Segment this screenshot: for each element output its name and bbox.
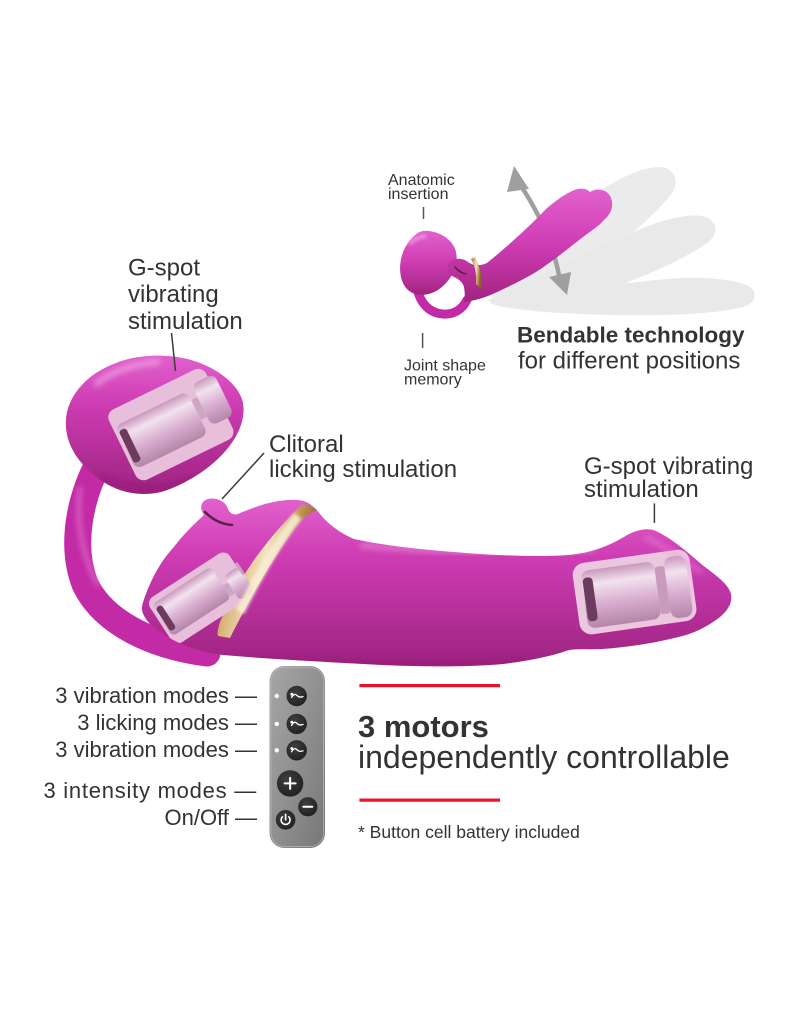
svg-text:3 intensity modes —: 3 intensity modes — <box>43 778 257 803</box>
svg-text:On/Off —: On/Off — <box>164 805 257 830</box>
svg-text:3 vibration modes —: 3 vibration modes — <box>55 737 257 762</box>
svg-text:* Button cell battery included: * Button cell battery included <box>358 822 580 842</box>
svg-text:Bendable technology: Bendable technology <box>517 323 745 348</box>
svg-text:stimulation: stimulation <box>584 476 699 503</box>
svg-text:insertion: insertion <box>388 186 448 203</box>
svg-text:licking stimulation: licking stimulation <box>269 456 457 483</box>
svg-text:G-spot: G-spot <box>128 255 200 282</box>
svg-text:3 motors: 3 motors <box>358 709 489 744</box>
svg-text:vibrating: vibrating <box>128 281 219 308</box>
svg-text:stimulation: stimulation <box>128 308 243 335</box>
svg-text:G-spot vibrating: G-spot vibrating <box>584 453 753 480</box>
svg-text:for different positions: for different positions <box>518 348 740 375</box>
svg-text:memory: memory <box>404 372 462 389</box>
svg-text:Clitoral: Clitoral <box>269 431 344 458</box>
svg-text:Joint shape: Joint shape <box>404 358 486 375</box>
svg-text:independently controllable: independently controllable <box>358 739 730 775</box>
svg-text:3 licking modes —: 3 licking modes — <box>77 710 257 735</box>
svg-text:Anatomic: Anatomic <box>388 172 455 189</box>
svg-text:3 vibration modes —: 3 vibration modes — <box>55 683 257 708</box>
